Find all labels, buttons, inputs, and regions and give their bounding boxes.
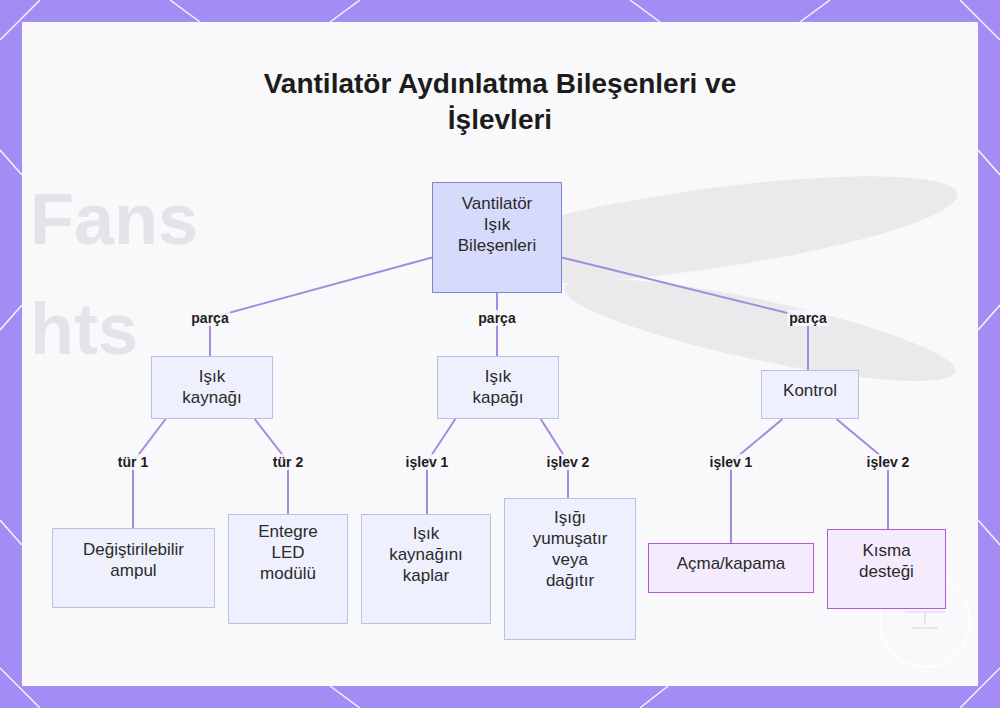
connector-line <box>133 419 166 528</box>
node-text: Kısma desteği <box>843 540 930 582</box>
node-text: Işık kaynağını kaplar <box>382 523 470 586</box>
edge-label: işlev 2 <box>545 454 592 470</box>
connector-line <box>562 257 808 370</box>
connector-line <box>210 257 432 356</box>
control-function-box: Açma/kapama <box>648 543 814 593</box>
part-box: Işık kapağı <box>437 356 559 419</box>
part-box: Işık kaynağı <box>151 356 273 419</box>
edge-label: parça <box>189 310 230 326</box>
control-function-box: Kısma desteği <box>827 529 946 609</box>
edge-label: parça <box>476 310 517 326</box>
node-text: Açma/kapama <box>677 553 786 574</box>
edge-label: işlev 1 <box>708 454 755 470</box>
edge-label: tür 1 <box>116 454 150 470</box>
node-text: Işığı yumuşatır veya dağıtır <box>529 507 611 591</box>
edge-label: işlev 2 <box>865 454 912 470</box>
connector-line <box>836 419 888 529</box>
connector-line <box>731 419 783 543</box>
node-text: Işık kaynağı <box>177 366 247 408</box>
watermark-text: Fans <box>30 178 198 260</box>
edge-label: tür 2 <box>271 454 305 470</box>
node-text: Kontrol <box>783 380 837 401</box>
watermark-text: hts <box>30 288 138 370</box>
edge-label: işlev 1 <box>404 454 451 470</box>
edge-label: parça <box>787 310 828 326</box>
type-box: Entegre LED modülü <box>228 514 348 624</box>
part-box: Kontrol <box>761 370 859 419</box>
node-text: Işık kapağı <box>463 366 533 408</box>
diagram-title: Vantilatör Aydınlatma Bileşenleri ve İşl… <box>220 66 780 138</box>
type-box: Değiştirilebilir ampul <box>52 528 215 608</box>
node-text: Entegre LED modülü <box>249 521 327 584</box>
root-box: Vantilatör Işık Bileşenleri <box>432 182 562 293</box>
node-text: Vantilatör Işık Bileşenleri <box>449 193 545 256</box>
function-box: Işık kaynağını kaplar <box>361 514 491 624</box>
node-text: Değiştirilebilir ampul <box>67 539 200 581</box>
function-box: Işığı yumuşatır veya dağıtır <box>504 498 636 640</box>
